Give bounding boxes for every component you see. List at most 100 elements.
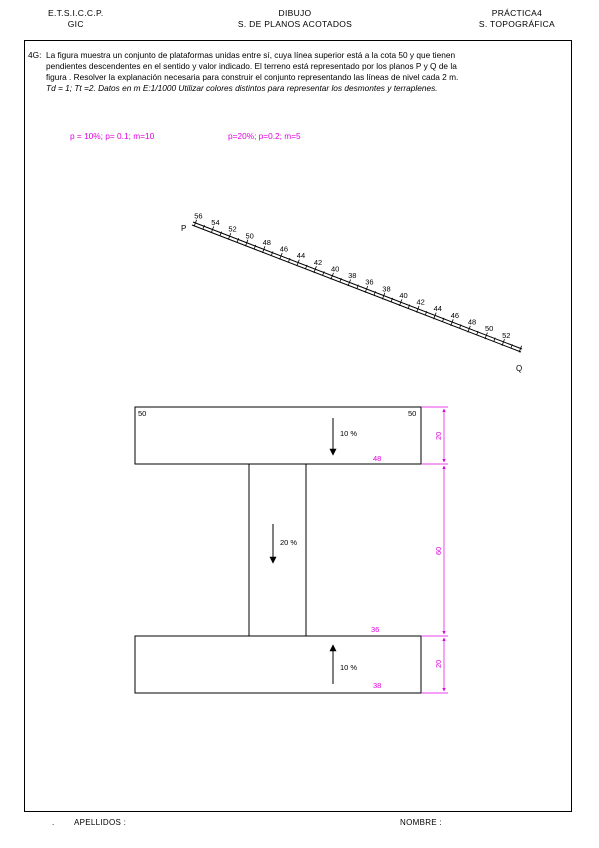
scale-level-label: 44 (297, 251, 305, 260)
scale-level-label: 56 (194, 211, 202, 220)
scale-level-label: 46 (451, 311, 459, 320)
bottom-bottom-elevation: 38 (373, 681, 381, 690)
scale-tick (493, 337, 496, 342)
scale-tick (279, 252, 283, 260)
scale-tick (313, 266, 317, 273)
scale-tick (245, 239, 249, 247)
scale-tick (236, 238, 240, 243)
middle-bottom-elevation: 36 (371, 625, 379, 634)
school-name: E.T.S.I.C.C.P. (48, 8, 104, 18)
plane-p-parameters: p = 10%; p= 0.1; m=10 (70, 131, 155, 141)
scale-tick (227, 232, 232, 240)
scale-level-label: 42 (314, 258, 322, 267)
scale-tick (484, 332, 488, 340)
scale-level-label: 54 (211, 218, 219, 227)
scale-tick (271, 251, 274, 256)
scale-tick (202, 224, 205, 229)
scale-level-label: 42 (417, 298, 425, 307)
scale-start-label: P (181, 224, 186, 233)
plane-q-parameters: p=20%; p=0.2; m=5 (228, 131, 301, 141)
name-label: NOMBRE : (400, 818, 442, 827)
scale-level-label: 48 (468, 318, 476, 327)
scale-tick (510, 344, 513, 349)
scale-bar-line-upper (192, 221, 523, 350)
scale-tick (442, 317, 445, 322)
scale-tick (467, 325, 471, 333)
scale-tick (219, 231, 222, 236)
scale-level-label: 38 (348, 271, 356, 280)
bottom-slope-label: 10 % (340, 663, 357, 672)
scale-tick (518, 345, 522, 353)
scale-level-label: 52 (228, 225, 236, 234)
scale-tick (262, 246, 266, 254)
scale-tick (193, 219, 197, 227)
topic-name: S. DE PLANOS ACOTADOS (237, 19, 353, 29)
scale-level-label: 46 (280, 245, 288, 254)
bottom-platform (134, 635, 422, 694)
top-bottom-elevation: 48 (373, 454, 381, 463)
subject-name: DIBUJO (278, 8, 312, 18)
exercise-frame (24, 40, 572, 812)
scale-tick (288, 257, 291, 263)
footer-dot: . (52, 818, 55, 827)
scale-bar-line-lower (191, 224, 522, 353)
middle-ramp (248, 463, 307, 637)
problem-statement: 4G: La figura muestra un conjunto de pla… (28, 50, 558, 94)
header-right: PRÁCTICA4 S. TOPOGRÁFICA (479, 8, 555, 30)
scale-level-label: 40 (331, 265, 339, 274)
scale-tick (390, 297, 393, 302)
top-left-elevation: 50 (138, 409, 146, 418)
scale-tick (459, 324, 462, 329)
dim-middle-value: 60 (434, 547, 443, 555)
scale-tick (305, 264, 308, 269)
top-right-elevation: 50 (408, 409, 416, 418)
scale-tick (347, 279, 351, 287)
scale-tick (210, 226, 215, 234)
statement-line-3: figura . Resolver la explanación necesar… (46, 72, 459, 82)
top-slope-label: 10 % (340, 429, 357, 438)
scale-level-label: 48 (263, 238, 271, 247)
header-left: E.T.S.I.C.C.P. GIC (48, 8, 104, 30)
scale-tick (330, 272, 334, 280)
scale-level-label: 40 (399, 291, 407, 300)
problem-number: 4G: (28, 50, 42, 60)
scale-tick (364, 285, 369, 293)
middle-slope-label: 20 % (280, 538, 297, 547)
scale-tick (253, 244, 257, 249)
scale-level-label: 44 (434, 304, 442, 313)
scale-tick (425, 311, 428, 316)
scale-level-label: 52 (502, 331, 510, 340)
statement-line-2: pendientes descendentes en el sentido y … (46, 61, 457, 71)
surname-label: APELLIDOS : (74, 818, 127, 827)
graduated-scale-bar: 56 54 52 50 48 46 44 42 40 38 36 38 40 42 44 46 48 50 52 P… (181, 211, 522, 373)
scale-tick (373, 291, 376, 296)
practice-topic: S. TOPOGRÁFICA (478, 19, 555, 29)
scale-tick (399, 299, 403, 307)
scale-tick (501, 339, 505, 346)
scale-level-label: 38 (382, 284, 390, 293)
scale-tick (296, 259, 300, 267)
scale-tick (407, 304, 411, 309)
scale-level-label: 50 (485, 324, 493, 333)
platform-set: 50 50 10 % 48 20 % 36 10 % 38 (134, 406, 422, 694)
scale-tick (381, 292, 386, 300)
scale-tick (476, 330, 479, 335)
statement-line-4: Td = 1; Tt =2. Datos en m E:1/1000 Utili… (46, 83, 438, 93)
dim-top-value: 20 (434, 432, 443, 440)
scale-tick (433, 312, 437, 320)
scale-tick (416, 305, 420, 313)
scale-tick (339, 277, 342, 282)
dimension-lines: 20 60 20 (421, 406, 448, 694)
practice-number: PRÁCTICA4 (491, 8, 543, 18)
scale-end-label: Q (516, 364, 522, 373)
degree-name: GIC (67, 19, 84, 29)
dim-bottom-value: 20 (434, 660, 443, 668)
scale-tick (322, 271, 325, 276)
scale-tick (356, 284, 359, 289)
header-center: DIBUJO S. DE PLANOS ACOTADOS (210, 8, 380, 30)
statement-line-1: La figura muestra un conjunto de platafo… (46, 50, 456, 60)
scale-level-label: 50 (246, 231, 254, 240)
scale-tick (450, 319, 454, 326)
scale-level-label: 36 (365, 278, 373, 287)
